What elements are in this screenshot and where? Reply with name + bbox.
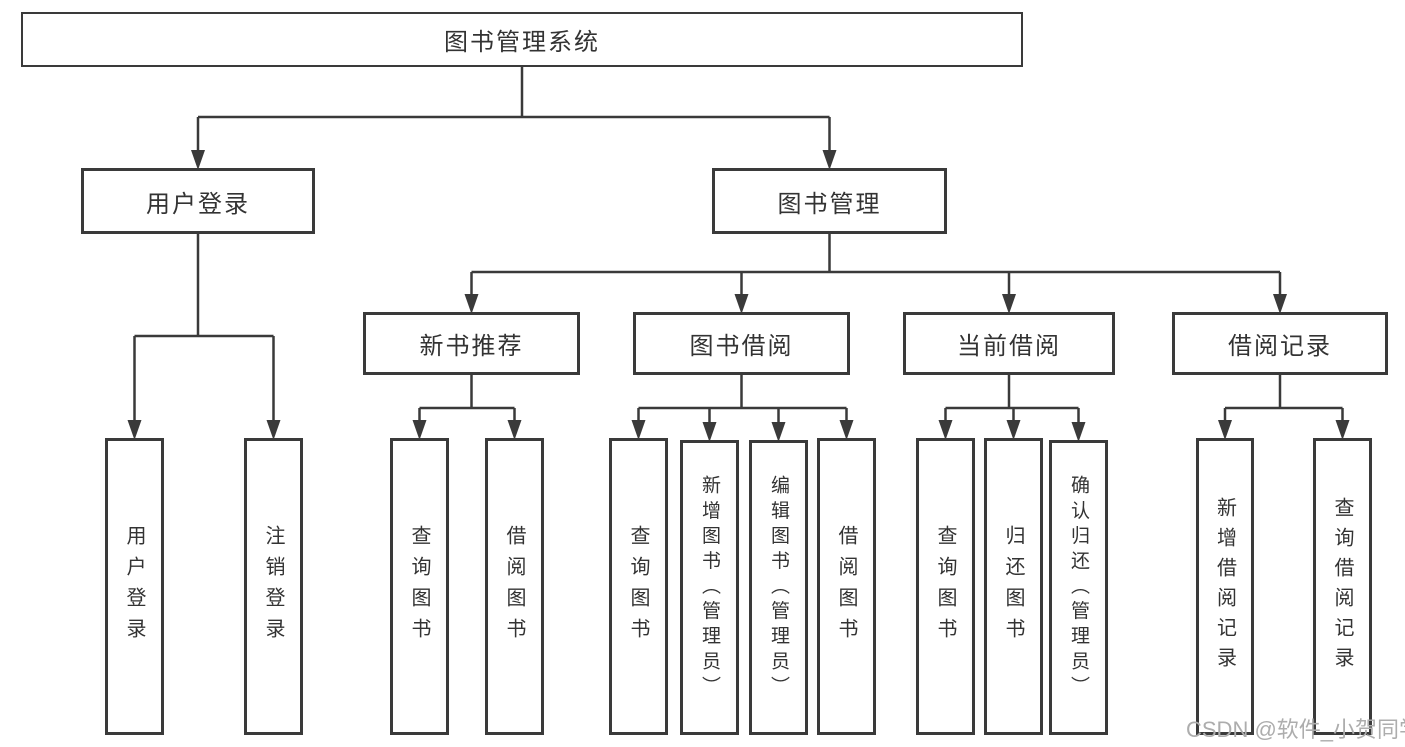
arrowhead-leaf-rec-query xyxy=(412,420,427,440)
arrowhead-borrow-record xyxy=(1273,294,1287,314)
node-leaf-rec-borrow: 借阅图书 xyxy=(485,438,544,735)
arrowhead-leaf-cb-query xyxy=(938,420,953,440)
arrowhead-leaf-logout xyxy=(266,420,281,440)
node-label-current-borrow: 当前借阅 xyxy=(957,333,1061,360)
node-label-leaf-br-query: 查询借阅记录 xyxy=(1331,496,1353,677)
node-label-leaf-logout: 注销登录 xyxy=(262,524,284,649)
arrowhead-leaf-bb-borrow xyxy=(839,420,854,440)
node-label-leaf-cb-query: 查询图书 xyxy=(934,524,956,649)
node-label-user-login-group: 用户登录 xyxy=(146,190,250,218)
node-leaf-bb-edit: 编辑图书（管理员） xyxy=(749,440,808,735)
connector-borrow-record xyxy=(1223,375,1344,421)
node-book-mgmt: 图书管理 xyxy=(712,168,947,234)
arrowhead-leaf-bb-add xyxy=(702,422,717,442)
arrowhead-leaf-cb-confirm xyxy=(1071,422,1086,442)
node-label-leaf-bb-edit: 编辑图书（管理员） xyxy=(768,474,789,701)
node-leaf-bb-query: 查询图书 xyxy=(609,438,668,735)
node-label-book-borrow: 图书借阅 xyxy=(689,333,794,360)
node-leaf-logout: 注销登录 xyxy=(244,438,303,735)
arrowhead-book-mgmt xyxy=(822,150,837,170)
node-label-leaf-user-login: 用户登录 xyxy=(123,524,145,649)
arrowhead-user-login-group xyxy=(191,150,205,170)
node-label-leaf-br-add: 新增借阅记录 xyxy=(1213,496,1236,677)
node-leaf-bb-add: 新增图书（管理员） xyxy=(680,440,739,735)
node-label-new-book-rec: 新书推荐 xyxy=(419,333,524,360)
node-leaf-br-add: 新增借阅记录 xyxy=(1196,438,1254,735)
connector-root xyxy=(196,67,831,151)
node-leaf-cb-query: 查询图书 xyxy=(916,438,975,735)
arrowhead-leaf-br-add xyxy=(1218,420,1232,440)
node-user-login-group: 用户登录 xyxy=(81,168,315,234)
arrowhead-leaf-cb-return xyxy=(1006,420,1021,440)
node-new-book-rec: 新书推荐 xyxy=(363,312,580,375)
arrowhead-leaf-bb-query xyxy=(631,420,646,440)
connector-new-book-rec xyxy=(418,375,516,421)
node-label-book-mgmt: 图书管理 xyxy=(777,190,882,218)
node-label-leaf-bb-borrow: 借阅图书 xyxy=(835,524,857,649)
node-leaf-user-login: 用户登录 xyxy=(105,438,164,735)
node-current-borrow: 当前借阅 xyxy=(903,312,1115,375)
connector-book-borrow xyxy=(637,375,848,423)
node-leaf-cb-confirm: 确认归还（管理员） xyxy=(1049,440,1108,735)
arrowhead-leaf-user-login xyxy=(127,420,142,440)
node-label-leaf-bb-query: 查询图书 xyxy=(627,524,649,649)
arrowhead-leaf-br-query xyxy=(1335,420,1350,440)
watermark: CSDN @软件_小贺同学 xyxy=(1186,717,1405,742)
node-label-borrow-record: 借阅记录 xyxy=(1228,333,1332,360)
arrowhead-leaf-rec-borrow xyxy=(507,420,522,440)
node-leaf-bb-borrow: 借阅图书 xyxy=(817,438,876,735)
arrowhead-new-book-rec xyxy=(464,294,479,314)
node-leaf-br-query: 查询借阅记录 xyxy=(1313,438,1372,735)
arrowhead-leaf-bb-edit xyxy=(771,422,786,442)
node-label-leaf-rec-borrow: 借阅图书 xyxy=(503,524,525,649)
arrowhead-book-borrow xyxy=(734,294,749,314)
node-label-leaf-bb-add: 新增图书（管理员） xyxy=(699,474,720,701)
connector-book-mgmt xyxy=(470,234,1282,295)
node-label-root: 图书管理系统 xyxy=(444,29,600,56)
connector-current-borrow xyxy=(944,375,1080,423)
node-leaf-rec-query: 查询图书 xyxy=(390,438,449,735)
node-leaf-cb-return: 归还图书 xyxy=(984,438,1043,735)
node-borrow-record: 借阅记录 xyxy=(1172,312,1388,375)
node-book-borrow: 图书借阅 xyxy=(633,312,850,375)
node-label-leaf-cb-confirm: 确认归还（管理员） xyxy=(1068,474,1089,701)
node-label-leaf-rec-query: 查询图书 xyxy=(408,524,430,649)
node-label-leaf-cb-return: 归还图书 xyxy=(1002,524,1024,649)
node-root: 图书管理系统 xyxy=(21,12,1023,67)
arrowhead-current-borrow xyxy=(1002,294,1016,314)
connector-user-login-group xyxy=(133,234,275,421)
